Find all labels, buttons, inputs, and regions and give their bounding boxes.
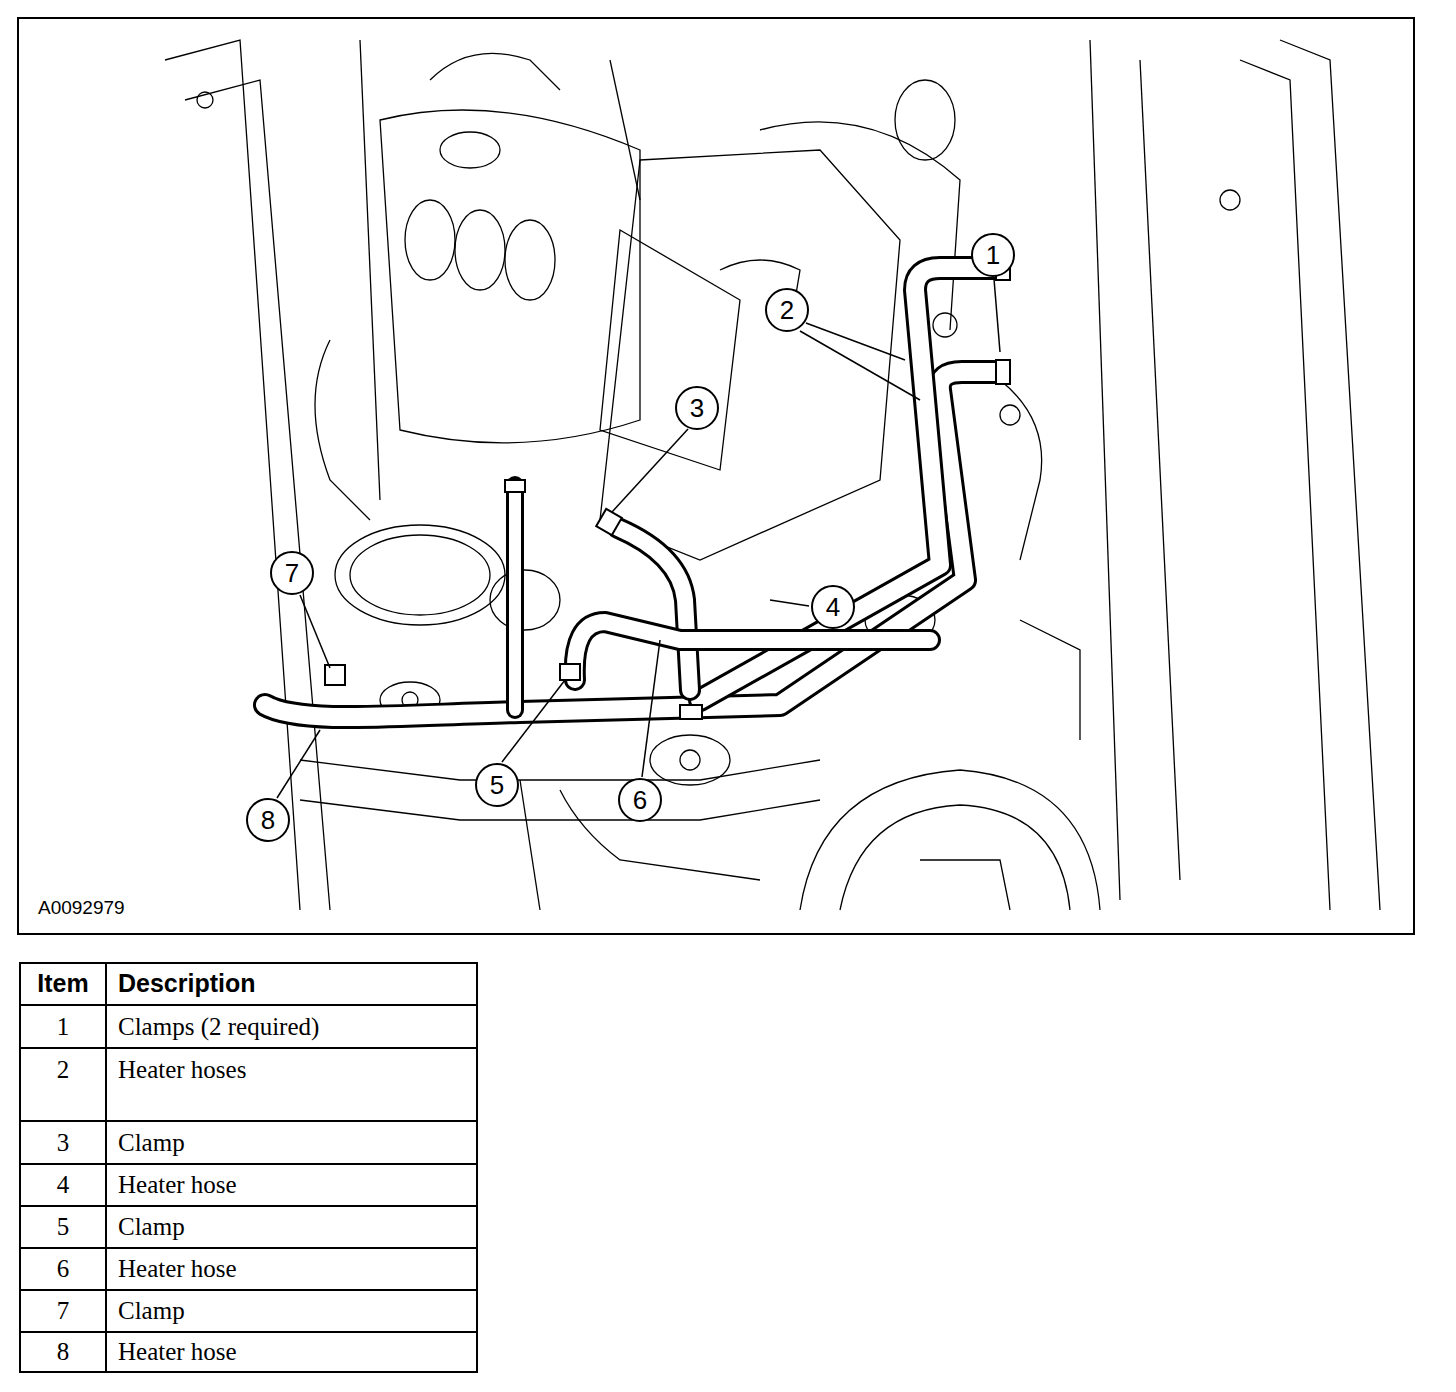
table-cell: 7 (20, 1297, 106, 1325)
table-cell: 8 (20, 1338, 106, 1366)
table-cell: 6 (20, 1255, 106, 1283)
table-header: Item (20, 970, 106, 998)
table-cell: 2 (20, 1056, 106, 1084)
table-cell: Clamps (2 required) (118, 1013, 319, 1041)
callout-number: 3 (690, 395, 704, 421)
callout-circle: 7 (270, 551, 314, 595)
table-cell: Heater hose (118, 1171, 237, 1199)
callout-number: 5 (490, 772, 504, 798)
callout-number: 4 (826, 594, 840, 620)
figure-code: A0092979 (38, 898, 125, 919)
callout-circle: 2 (765, 288, 809, 332)
table-header: Description (118, 970, 256, 998)
callout-number: 6 (633, 787, 647, 813)
callout-circle: 1 (971, 233, 1015, 277)
parts-table (20, 963, 477, 1372)
callout-number: 8 (261, 807, 275, 833)
callout-number: 2 (780, 297, 794, 323)
table-cell: 3 (20, 1129, 106, 1157)
table-cell: Heater hoses (118, 1056, 246, 1084)
callout-circle: 4 (811, 585, 855, 629)
callout-circle: 8 (246, 798, 290, 842)
callout-number: 7 (285, 560, 299, 586)
table-cell: 4 (20, 1171, 106, 1199)
callout-circle: 6 (618, 778, 662, 822)
table-cell: Clamp (118, 1297, 185, 1325)
table-cell: Heater hose (118, 1255, 237, 1283)
callout-circle: 3 (675, 386, 719, 430)
table-cell: 1 (20, 1013, 106, 1041)
table-cell: Clamp (118, 1213, 185, 1241)
callout-number: 1 (986, 242, 1000, 268)
callout-circle: 5 (475, 763, 519, 807)
table-cell: Heater hose (118, 1338, 237, 1366)
table-cell: Clamp (118, 1129, 185, 1157)
table-cell: 5 (20, 1213, 106, 1241)
